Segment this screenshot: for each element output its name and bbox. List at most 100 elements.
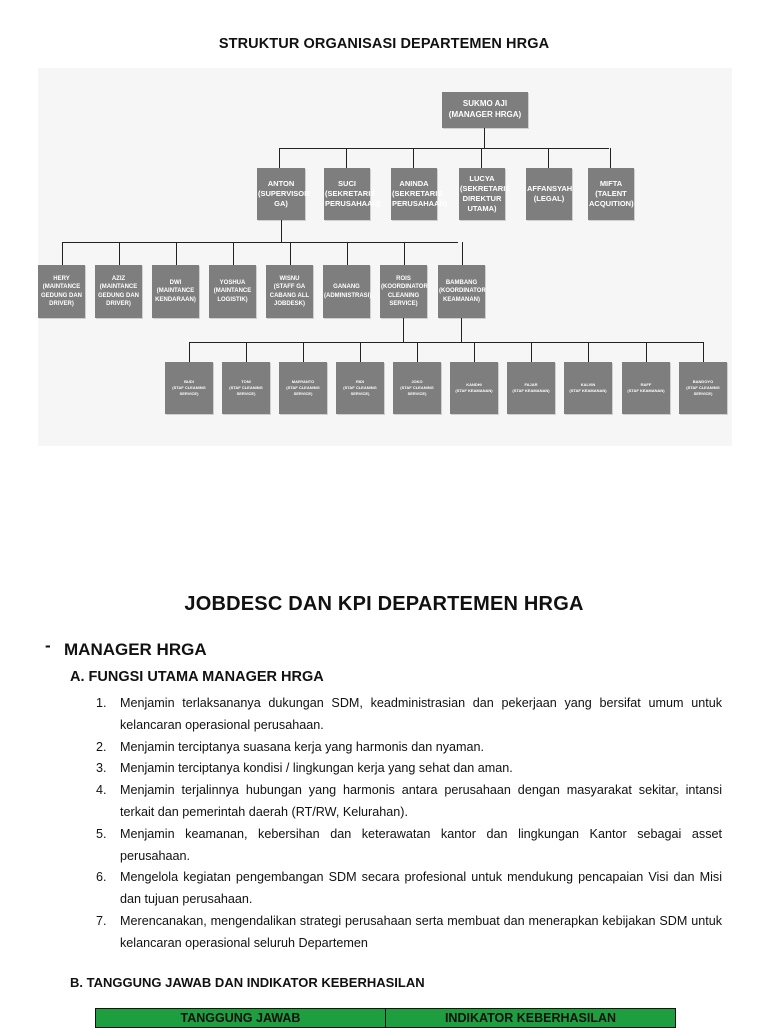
org-node-name: ANINDA: [399, 178, 429, 188]
org-node-name: ANTON: [267, 178, 295, 188]
org-node-role: (MAINTANCE KENDARAAN): [155, 288, 196, 303]
org-node-role: (STAF CLEANING SERVICE): [343, 385, 377, 396]
org-node-name: BANDOYO: [692, 379, 714, 385]
org-node-role: (KOORDINATOR KEAMANAN): [439, 288, 486, 303]
org-node-raff: RAFF(STAF KEAMANAN): [622, 362, 670, 414]
list-item-text: Menjamin terjalinnya hubungan yang harmo…: [120, 783, 722, 819]
org-node-role: (STAF CLEANING SERVICE): [229, 385, 263, 396]
connector-line: [62, 242, 63, 265]
kpi-table-header: TANGGUNG JAWAB INDIKATOR KEBERHASILAN: [95, 1008, 676, 1028]
org-node-name: MARYANTO: [291, 379, 315, 385]
list-item: 2.Menjamin terciptanya suasana kerja yan…: [96, 737, 722, 759]
list-item: 3. Menjamin terciptanya kondisi / lingkun…: [96, 758, 722, 780]
connector-line: [404, 242, 405, 265]
org-node-hery: HERY(MAINTANCE GEDUNG DAN DRIVER): [38, 265, 85, 318]
org-node-joko: JOKO(STAF CLEANING SERVICE): [393, 362, 441, 414]
org-node-budi: BUDI(STAF CLEANING SERVICE): [165, 362, 213, 414]
connector-line: [417, 342, 418, 362]
connector-line: [548, 148, 549, 168]
org-node-mifta: MIFTA(TALENT ACQUITION): [588, 168, 634, 220]
org-node-name: RIDI: [356, 379, 364, 385]
fungsi-list: 1. Menjamin terlaksananya dukungan SDM, k…: [96, 693, 722, 955]
list-item-number: 3.: [96, 761, 107, 776]
org-node-role: (SEKRETARIS PERUSAHAAN): [392, 188, 448, 209]
org-node-role: (STAF CLEANING SERVICE): [686, 385, 720, 396]
connector-line: [461, 318, 462, 342]
org-node-bambang: BAMBANG(KOORDINATOR KEAMANAN): [438, 265, 486, 318]
org-node-maryanto: MARYANTO(STAF CLEANING SERVICE): [279, 362, 327, 414]
org-node-name: JOKO: [411, 379, 423, 385]
org-node-name: BUDI: [184, 379, 194, 385]
org-node-aninda: ANINDA(SEKRETARIS PERUSAHAAN): [391, 168, 448, 220]
list-item-text: Menjamin terciptanya kondisi / lingkunga…: [120, 761, 513, 776]
list-item: 1. Menjamin terlaksananya dukungan SDM, k…: [96, 693, 722, 737]
connector-line: [703, 342, 704, 362]
org-node-name: KALVIN: [580, 382, 596, 388]
connector-line: [474, 342, 475, 362]
org-node-role: (STAF KEAMANAN): [512, 388, 550, 393]
org-node-suci: SUCI(SEKRETARIS PERUSAHAAN): [324, 168, 381, 220]
org-node-role: (MAINTANCE LOGISTIK): [213, 288, 252, 303]
org-node-name: DWI: [169, 280, 182, 287]
org-node-bandoyo: BANDOYO(STAF CLEANING SERVICE): [679, 362, 727, 414]
connector-line: [62, 242, 458, 243]
list-item: 7.Merencanakan, mengendalikan strategi p…: [96, 911, 722, 955]
org-node-name: YOSHUA: [219, 280, 246, 287]
org-node-name: SUCI: [338, 178, 356, 188]
connector-line: [303, 342, 304, 362]
org-node-role: (STAF KEAMANAN): [455, 388, 493, 393]
connector-line: [360, 342, 361, 362]
org-node-role: (ADMINISTRASI): [324, 292, 372, 299]
connector-line: [189, 342, 190, 362]
org-node-aziz: AZIZ(MAINTANCE GEDUNG DAN DRIVER): [95, 265, 142, 318]
list-item: 6.Mengelola kegiatan pengembangan SDM se…: [96, 867, 722, 911]
org-node-lucya: LUCYA(SEKRETARIS DIREKTUR UTAMA): [459, 168, 510, 220]
org-node-role: (MANAGER HRGA): [448, 110, 522, 119]
connector-line: [281, 220, 282, 242]
subsection-b-title: B. TANGGUNG JAWAB DAN INDIKATOR KEBERHAS…: [70, 975, 425, 990]
connector-line: [279, 148, 280, 168]
list-item: 5.Menjamin keamanan, kebersihan dan kete…: [96, 824, 722, 868]
org-node-wisnu: WISNU(STAFF GA CABANG ALL JOBDESK): [266, 265, 313, 318]
org-node-role: (SEKRETARIS PERUSAHAAN): [325, 188, 381, 209]
org-node-role: (STAFF GA CABANG ALL JOBDESK): [269, 284, 310, 307]
org-node-name: KANDHI: [466, 382, 482, 388]
org-node-name: WISNU: [279, 276, 300, 283]
connector-line: [588, 342, 589, 362]
list-item-text: Menjamin terlaksananya dukungan SDM, kea…: [120, 696, 722, 732]
org-node-name: RAFF: [640, 382, 652, 388]
org-node-name: ROIS: [396, 276, 411, 283]
org-node-role: (STAF CLEANING SERVICE): [400, 385, 434, 396]
list-item-number: 1.: [96, 696, 107, 710]
connector-line: [176, 242, 177, 265]
section-dash: -: [45, 636, 51, 655]
org-node-role: (STAF KEAMANAN): [627, 388, 665, 393]
list-item-number: 2.: [96, 739, 107, 754]
list-item-text: Menjamin keamanan, kebersihan dan ketera…: [120, 826, 722, 863]
org-node-role: (STAF CLEANING SERVICE): [286, 385, 320, 396]
org-node-role: (LEGAL): [533, 194, 565, 203]
org-node-kalvin: KALVIN(STAF KEAMANAN): [564, 362, 612, 414]
connector-line: [646, 342, 647, 362]
org-node-name: GANANG: [333, 284, 360, 291]
org-node-name: TONI: [241, 379, 251, 385]
subsection-a-title: A. FUNGSI UTAMA MANAGER HRGA: [70, 669, 324, 685]
column-header-tanggung-jawab: TANGGUNG JAWAB: [180, 1011, 301, 1025]
connector-line: [481, 148, 482, 168]
org-node-name: FAJAR: [524, 382, 538, 388]
column-header-indikator: INDIKATOR KEBERHASILAN: [385, 1009, 675, 1027]
connector-line: [610, 148, 611, 168]
connector-line: [484, 128, 485, 148]
connector-line: [531, 342, 532, 362]
connector-line: [290, 242, 291, 265]
connector-line: [347, 242, 348, 265]
org-node-role: (STAF CLEANING SERVICE): [172, 385, 206, 396]
org-node-rois: ROIS(KOORDINATOR CLEANING SERVICE): [380, 265, 428, 318]
list-item-text: Merencanakan, mengendalikan strategi per…: [120, 913, 722, 950]
org-node-kandhi: KANDHI(STAF KEAMANAN): [450, 362, 498, 414]
org-node-affansyah: AFFANSYAH(LEGAL): [526, 168, 572, 220]
org-node-name: BAMBANG: [445, 280, 478, 287]
org-node-role: (MAINTANCE GEDUNG DAN DRIVER): [97, 284, 139, 307]
org-node-anton: ANTON(SUPERVISOR GA): [257, 168, 310, 220]
org-node-name: LUCYA: [469, 173, 495, 183]
